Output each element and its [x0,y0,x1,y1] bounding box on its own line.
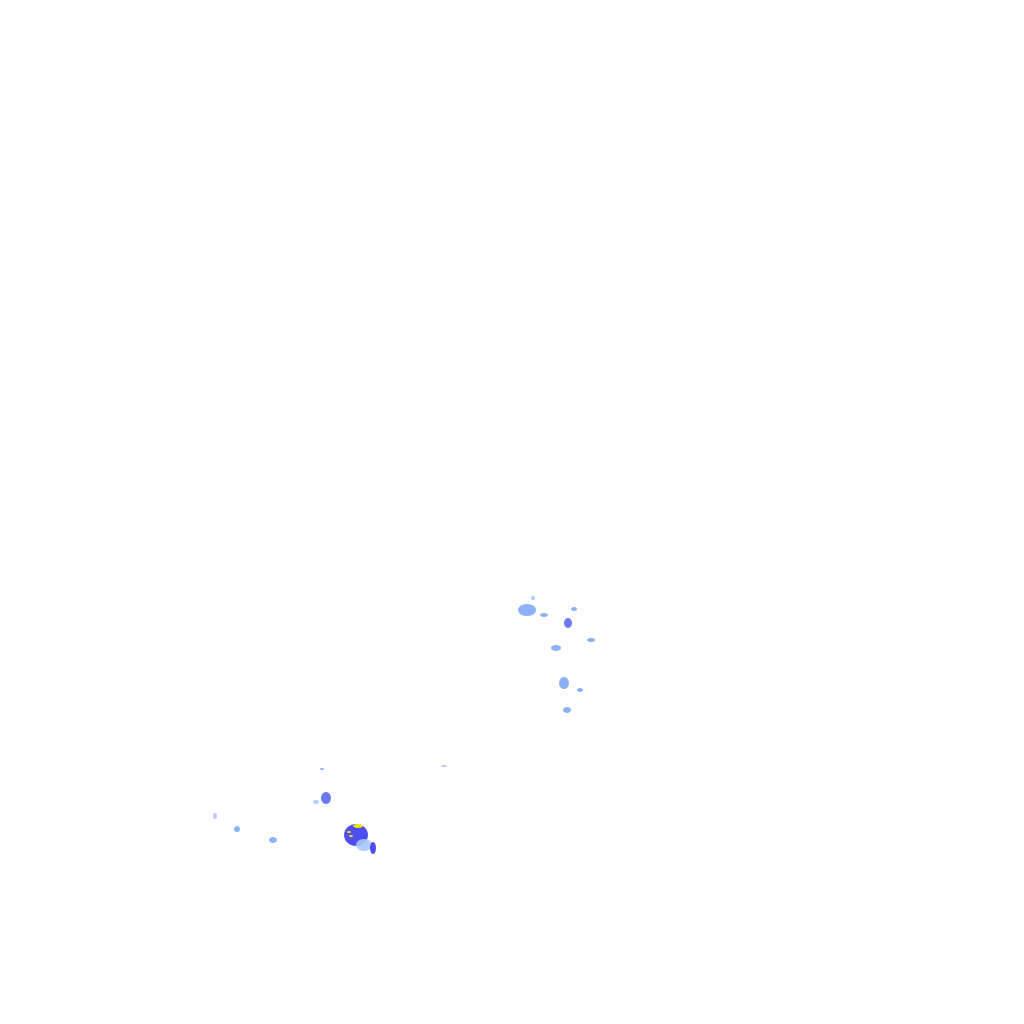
rain-cell [540,613,548,617]
rain-cell [234,826,240,832]
rain-cell [370,842,376,854]
rain-cell [213,813,217,819]
rain-cell [564,618,572,628]
rain-cell [571,607,577,611]
rain-cell [321,792,331,804]
rain-cell [320,768,324,770]
rain-cell [531,596,535,600]
rain-cell [577,688,583,692]
rain-cell [441,765,447,767]
rain-cell [551,645,561,651]
rain-cell [356,839,372,851]
rain-cell [587,638,595,642]
intense-rain-cell [353,824,363,828]
intense-rain-cell [349,835,353,837]
rain-cell [269,837,277,843]
rain-cell [313,800,319,804]
intense-rain-cell [347,831,351,833]
rain-cell [559,677,569,689]
rain-cell [518,604,536,616]
rain-cell [563,707,571,713]
